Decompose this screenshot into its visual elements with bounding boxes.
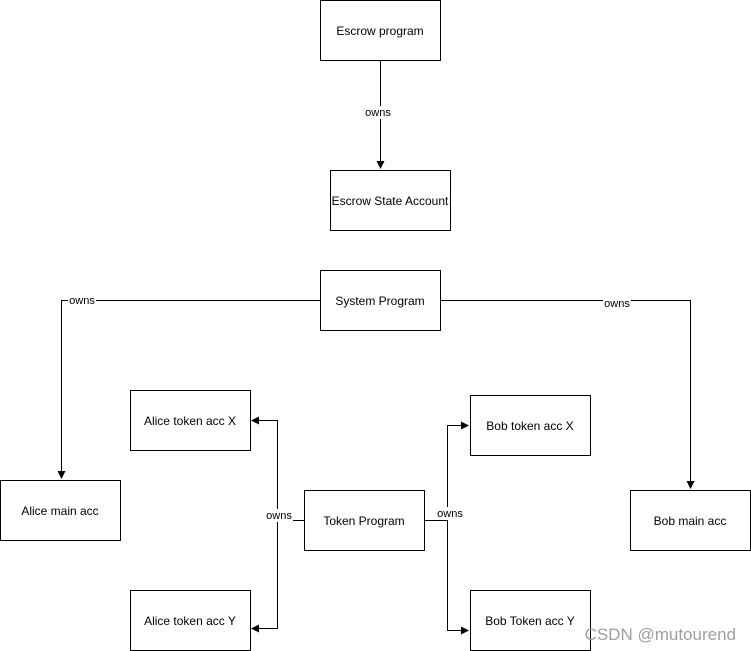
node-label-system-program: System Program — [335, 294, 424, 308]
node-label-alice-token-acc-y: Alice token acc Y — [144, 614, 236, 628]
node-label-alice-main-acc: Alice main acc — [21, 504, 98, 518]
node-system-program: System Program — [320, 270, 441, 331]
edge-label-token-bob-owns: owns — [437, 508, 463, 520]
edge-label-system-alice-owns: owns — [69, 295, 95, 307]
edge-label-escrow-owns: owns — [365, 107, 391, 119]
watermark-text: CSDN @mutourend — [585, 625, 736, 644]
node-label-bob-main-acc: Bob main acc — [654, 514, 727, 528]
edge-system-owns-alice-main: owns — [57, 295, 320, 479]
node-token-program: Token Program — [304, 490, 425, 551]
node-alice-main-acc: Alice main acc — [0, 480, 121, 541]
edge-label-system-bob-owns: owns — [604, 298, 630, 310]
node-label-bob-token-acc-x: Bob token acc X — [486, 419, 573, 433]
node-label-escrow-state-account: Escrow State Account — [332, 194, 449, 208]
node-label-bob-token-acc-y: Bob Token acc Y — [485, 614, 575, 628]
edge-escrow-owns-state: owns — [364, 61, 392, 169]
edge-token-owns-alice-accs: owns — [251, 416, 304, 633]
node-alice-token-acc-x: Alice token acc X — [130, 390, 251, 451]
node-bob-token-acc-y: Bob Token acc Y — [470, 590, 591, 651]
node-escrow-state-account: Escrow State Account — [330, 170, 451, 231]
node-alice-token-acc-y: Alice token acc Y — [130, 590, 251, 651]
edge-system-owns-bob-main: owns — [440, 298, 695, 489]
node-label-escrow-program: Escrow program — [336, 24, 423, 38]
node-label-token-program: Token Program — [323, 514, 404, 528]
node-label-alice-token-acc-x: Alice token acc X — [144, 414, 236, 428]
edge-label-token-alice-owns: owns — [266, 510, 292, 522]
node-bob-token-acc-x: Bob token acc X — [470, 395, 591, 456]
edge-token-owns-bob-accs: owns — [424, 421, 469, 635]
node-escrow-program: Escrow program — [320, 0, 441, 61]
node-bob-main-acc: Bob main acc — [630, 490, 751, 551]
